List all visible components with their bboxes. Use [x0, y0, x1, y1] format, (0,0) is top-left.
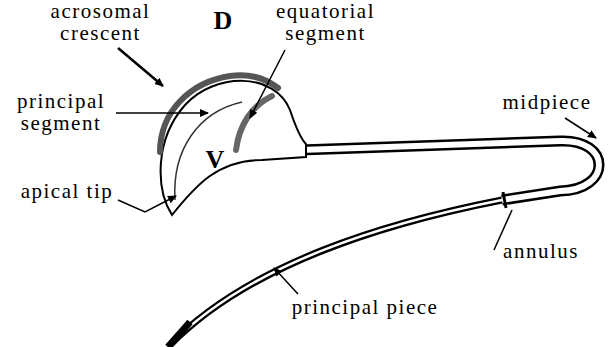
part-label: midpiece: [492, 91, 602, 113]
part-label: equatorial segment: [258, 0, 393, 44]
part-label: acrosomal crescent: [28, 0, 173, 44]
part-label: principal segment: [2, 90, 120, 134]
part-label: annulus: [496, 240, 586, 262]
part-label: apical tip: [8, 180, 126, 202]
orientation-letter: D: [210, 7, 236, 35]
orientation-letter: V: [202, 146, 228, 174]
part-label: principal piece: [250, 296, 480, 318]
